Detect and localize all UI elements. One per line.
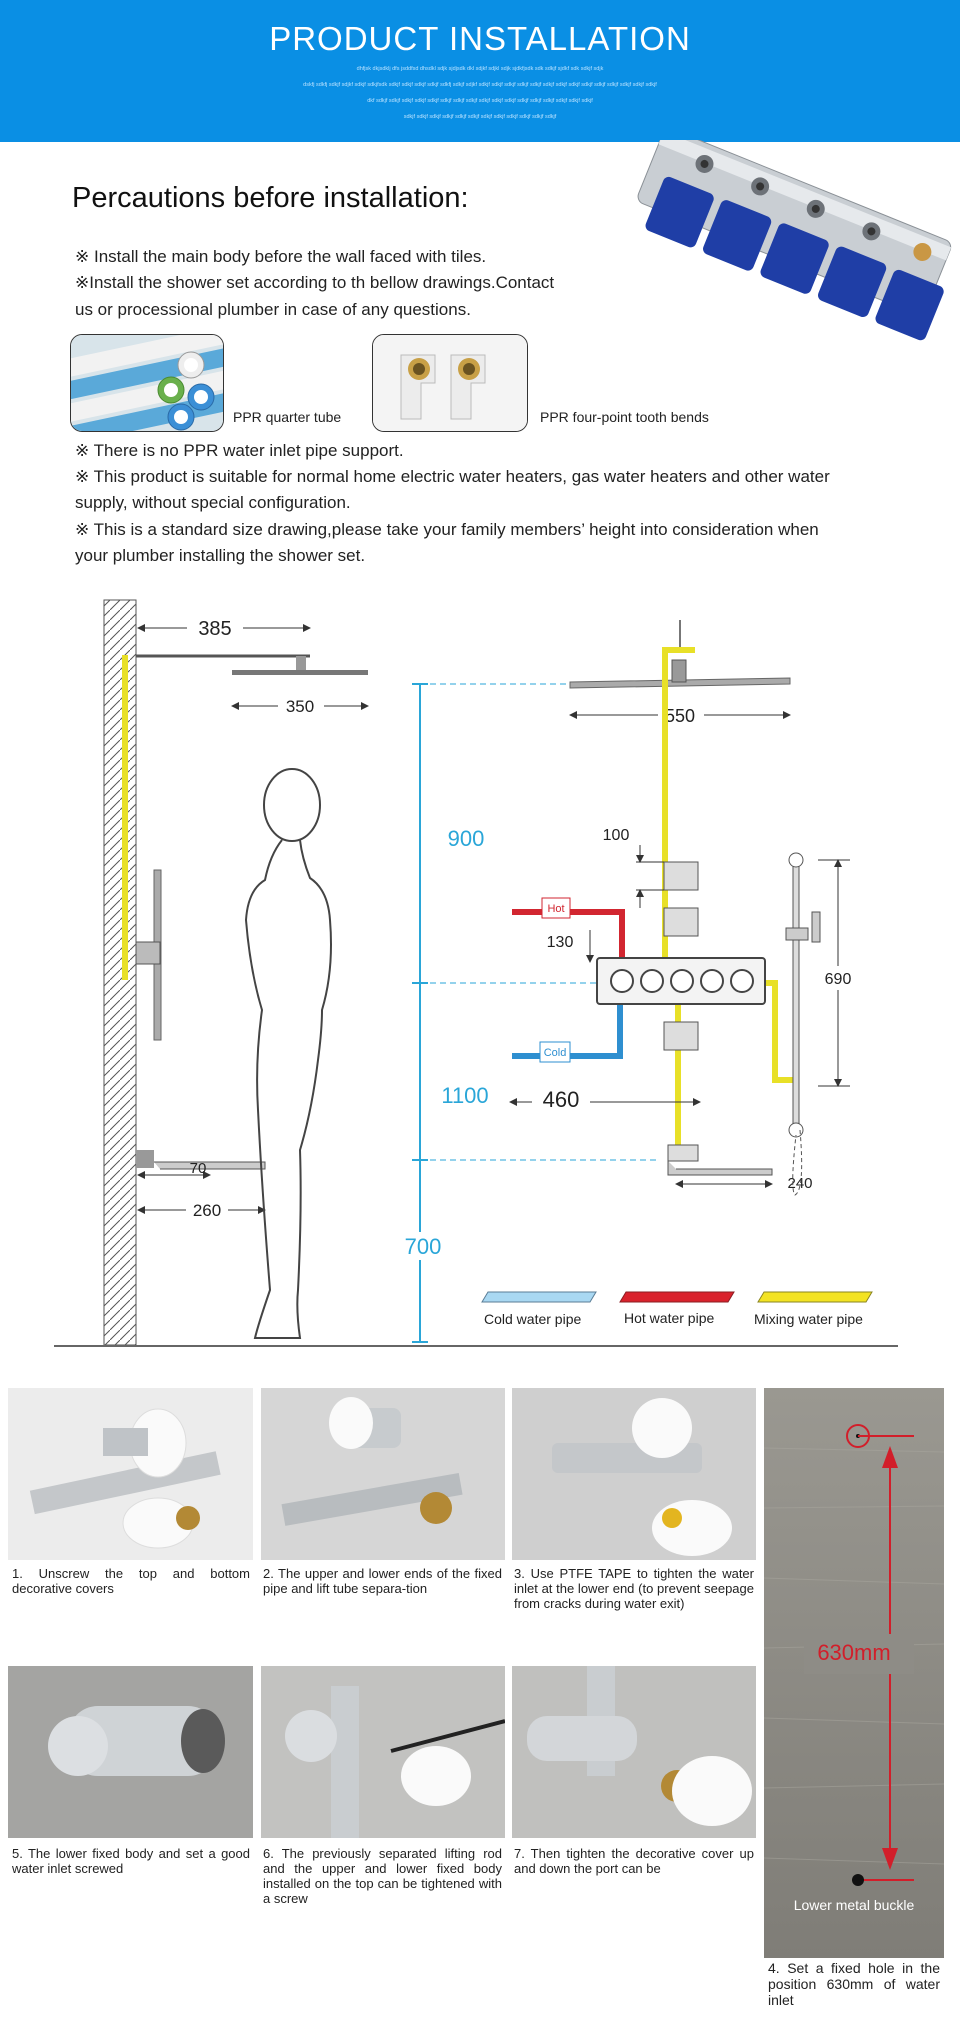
body-jet xyxy=(663,907,699,937)
precautions-heading: Percautions before installation: xyxy=(72,182,469,214)
installation-diagram: 385 350 70 260 900 1100 700 550 xyxy=(54,599,898,1347)
height-1100: 1100 xyxy=(441,1083,488,1108)
lower-buckle-label: Lower metal buckle xyxy=(793,1897,915,1913)
banner-fine-text: dskfj sdkfj sdkjf sdjkf sdkjf sdkjfsdk s… xyxy=(303,82,657,88)
legend-cold: Cold water pipe xyxy=(484,1311,581,1327)
precaution-note: ※ This product is suitable for normal ho… xyxy=(75,467,830,486)
ppr-tube-image xyxy=(70,334,224,432)
banner-fine-text: dkf sdkjf sdkjf sdkjf sdkjf sdkjf sdkjf … xyxy=(367,98,593,104)
thermostatic-valve-image xyxy=(637,140,952,341)
rain-shower-head xyxy=(569,677,791,689)
height-900: 900 xyxy=(448,826,485,851)
hose xyxy=(792,1129,803,1196)
banner-fine-text: dhfjsk dkjsdklj dfs jsddfsd dhsdkl sdjk … xyxy=(356,66,604,72)
dim-260: 260 xyxy=(193,1201,221,1220)
precaution-note: ※ There is no PPR water inlet pipe suppo… xyxy=(75,441,404,460)
precaution-note: ※Install the shower set according to th … xyxy=(75,273,555,292)
shower-head-side xyxy=(232,670,368,675)
precaution-note: ※ Install the main body before the wall … xyxy=(75,247,487,266)
dim-100: 100 xyxy=(603,827,630,844)
step-3-caption: 3. Use PTFE TAPE to tighten the water in… xyxy=(514,1566,754,1611)
step-7-photo xyxy=(512,1666,756,1838)
dim-240: 240 xyxy=(787,1175,812,1192)
legend-swatch-mix xyxy=(757,1291,873,1303)
precaution-note: ※ This is a standard size drawing,please… xyxy=(75,520,819,539)
ppr-tube-label: PPR quarter tube xyxy=(233,409,342,425)
mixing-pipe xyxy=(765,980,795,1083)
wall-valve-side xyxy=(135,941,161,965)
wall xyxy=(103,599,137,1346)
ppr-bends-image xyxy=(372,334,528,432)
body-jet xyxy=(663,1021,699,1051)
banner-fine-text: sdkjf sdkjf sdkjf sdkjf sdkjf sdkjf sdkj… xyxy=(403,114,557,120)
dim-385: 385 xyxy=(198,618,231,640)
step-6-caption: 6. The previously separated lifting rod … xyxy=(263,1846,502,1906)
step-2-photo xyxy=(261,1388,505,1560)
hand-shower xyxy=(811,911,821,943)
banner-title: PRODUCT INSTALLATION xyxy=(269,20,691,57)
dim-130: 130 xyxy=(547,934,574,951)
dim-70: 70 xyxy=(190,1160,207,1177)
body-jet xyxy=(663,861,699,891)
step-7-caption: 7. Then tighten the decorative cover up … xyxy=(514,1846,754,1876)
legend-swatch-hot xyxy=(619,1291,735,1303)
step-5-photo xyxy=(8,1666,253,1838)
wall-measure-photo xyxy=(764,1388,944,1958)
legend-hot: Hot water pipe xyxy=(624,1310,714,1326)
spout-side xyxy=(154,1161,266,1170)
header-banner xyxy=(0,0,960,142)
step-5-caption: 5. The lower fixed body and set a good w… xyxy=(12,1846,250,1876)
precaution-note: us or processional plumber in case of an… xyxy=(75,300,471,319)
step-4-caption: 4. Set a fixed hole in the position 630m… xyxy=(768,1960,940,2008)
step-1-caption: 1. Unscrew the top and bottom decorative… xyxy=(12,1566,250,1596)
precaution-note: supply, without special configuration. xyxy=(75,493,351,512)
step-1-photo xyxy=(8,1388,253,1560)
hand-shower-bar xyxy=(792,859,800,1131)
human-figure xyxy=(244,768,332,1339)
step-6-photo xyxy=(261,1666,505,1838)
step-2-caption: 2. The upper and lower ends of the fixed… xyxy=(263,1566,502,1596)
dim-690: 690 xyxy=(825,971,852,988)
measure-label: 630mm xyxy=(817,1640,891,1665)
dim-550: 550 xyxy=(665,706,695,726)
tub-spout xyxy=(667,1161,773,1176)
legend-mix: Mixing water pipe xyxy=(754,1311,863,1327)
hot-label: Hot xyxy=(547,903,564,915)
precaution-note: your plumber installing the shower set. xyxy=(75,546,366,565)
height-700: 700 xyxy=(405,1234,442,1259)
dim-350: 350 xyxy=(286,697,314,716)
dim-460: 460 xyxy=(543,1087,580,1112)
ppr-bends-label: PPR four-point tooth bends xyxy=(540,409,709,425)
cold-label: Cold xyxy=(544,1047,567,1059)
legend-swatch-cold xyxy=(481,1291,597,1303)
step-3-photo xyxy=(512,1388,756,1560)
mixing-pipe xyxy=(662,647,680,960)
